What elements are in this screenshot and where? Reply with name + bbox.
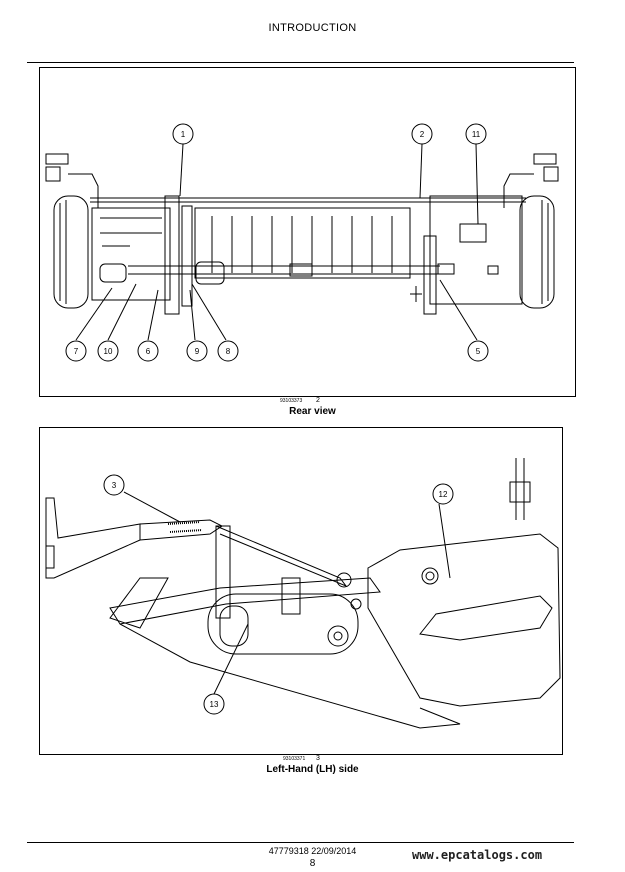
callout-13	[203, 693, 225, 715]
callout-label: 10	[104, 347, 113, 356]
callout-6	[137, 340, 159, 362]
figure-number: 3	[316, 755, 320, 762]
rear-view-drawing: 1 2 11 7 10 6 9 8 5	[45, 123, 559, 362]
callout-2	[411, 123, 433, 145]
right-housing	[429, 195, 523, 305]
callout-label: 8	[226, 347, 231, 356]
callout-label: 5	[476, 347, 481, 356]
callout-5	[467, 340, 489, 362]
callout-9	[186, 340, 208, 362]
hitch-tongue	[45, 497, 141, 579]
right-plate	[423, 235, 437, 315]
figure-caption: Rear view	[289, 406, 336, 417]
callout-label: 6	[146, 347, 151, 356]
callout-10	[97, 340, 119, 362]
figure-image-code: 93103373	[280, 398, 303, 404]
lh-side-figure: 3 12 13	[39, 427, 563, 755]
figure-number: 2	[316, 397, 320, 404]
footer-rule	[27, 842, 574, 843]
gearbox-shield	[367, 533, 561, 707]
spring	[167, 521, 203, 533]
callout-label: 2	[420, 130, 425, 139]
rotor-assembly	[194, 207, 411, 279]
callout-12	[432, 483, 454, 505]
callout-3	[103, 474, 125, 496]
left-housing	[91, 207, 171, 301]
callout-7	[65, 340, 87, 362]
figure-caption: Left-Hand (LH) side	[266, 764, 359, 775]
skid-shoe	[109, 577, 169, 629]
left-wheel	[53, 195, 89, 309]
page-header-title: INTRODUCTION	[268, 22, 357, 34]
figure-image-code: 93103371	[283, 756, 306, 762]
left-bracket	[45, 153, 69, 165]
callout-11	[465, 123, 487, 145]
callout-label: 7	[74, 347, 79, 356]
right-bracket	[533, 153, 557, 165]
lh-side-drawing: 3 12 13	[45, 458, 561, 729]
callout-label: 13	[210, 700, 219, 709]
drive-shaft	[128, 265, 440, 275]
lh-link	[207, 593, 359, 655]
callout-label: 12	[439, 490, 448, 499]
callout-8	[217, 340, 239, 362]
callout-label: 1	[181, 130, 186, 139]
upper-arm	[139, 519, 223, 541]
callout-label: 11	[472, 130, 481, 139]
right-wheel	[519, 195, 555, 309]
page-number: 8	[309, 858, 316, 869]
header-rule	[27, 62, 574, 63]
callout-label: 3	[112, 481, 117, 490]
rear-view-figure: 1 2 11 7 10 6 9 8 5	[39, 67, 576, 397]
left-plate	[164, 195, 180, 315]
website-link[interactable]: www.epcatalogs.com	[412, 848, 543, 862]
callout-label: 9	[195, 347, 200, 356]
callout-1	[172, 123, 194, 145]
footer-doc-ref: 47779318 22/09/2014	[268, 846, 357, 856]
